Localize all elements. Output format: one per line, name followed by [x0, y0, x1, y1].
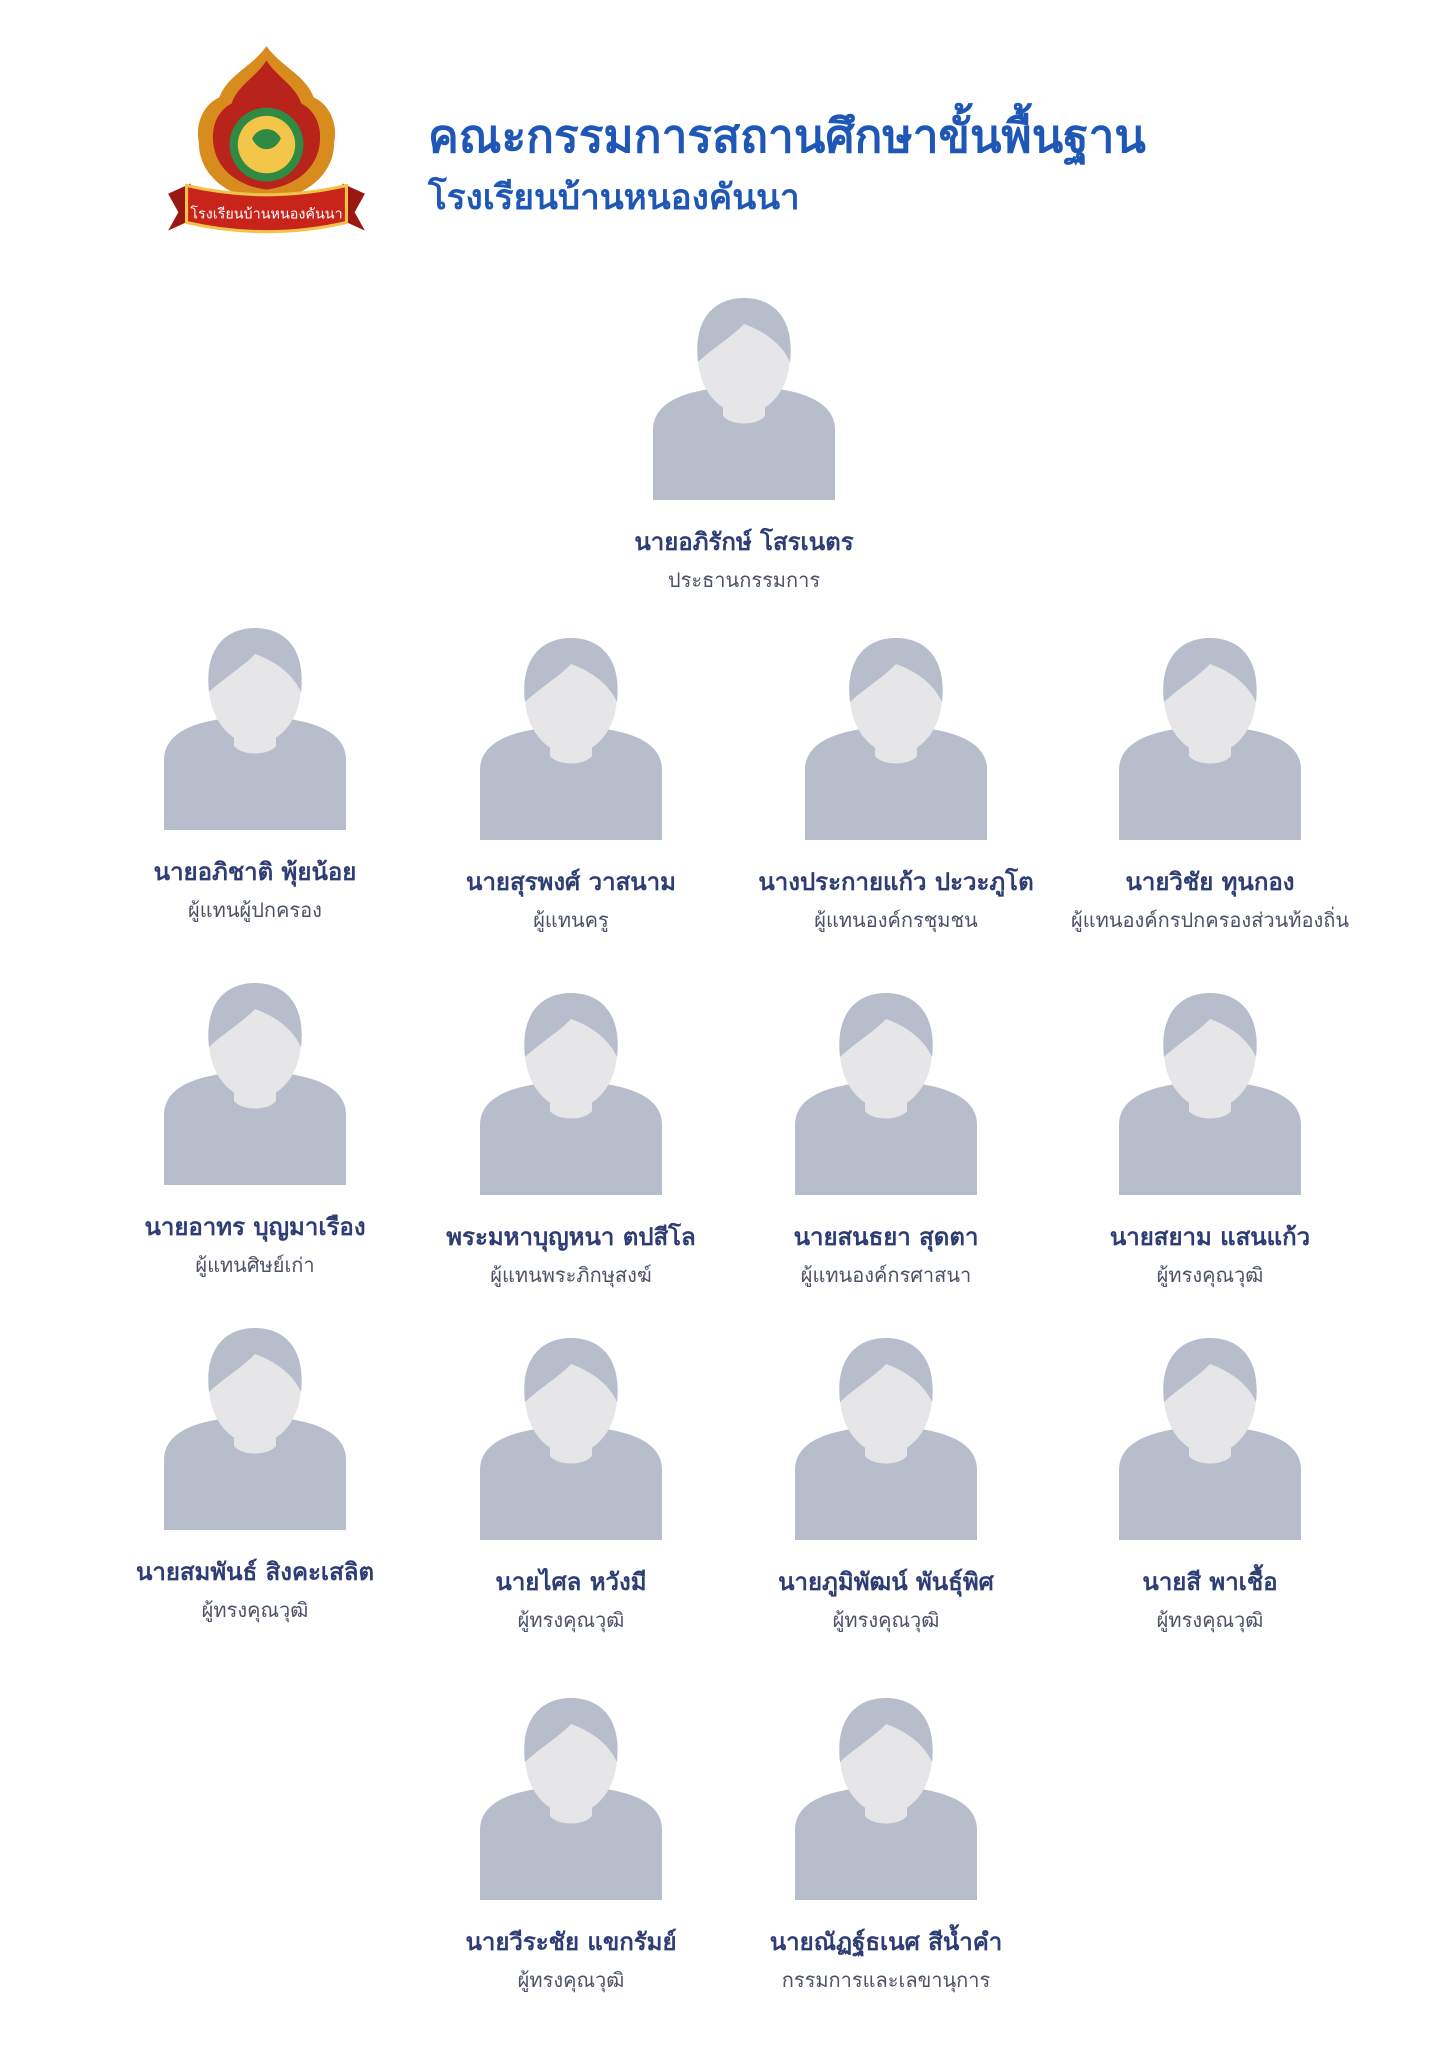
member-role: ประธานกรรมการ: [667, 568, 821, 592]
avatar-placeholder-icon: [480, 1338, 662, 1540]
avatar-placeholder-icon: [795, 993, 977, 1195]
avatar-placeholder-icon: [164, 628, 346, 830]
member-role: ผู้ทรงคุณวุฒิ: [517, 1968, 625, 1992]
member-role: กรรมการและเลขานุการ: [781, 1968, 991, 1992]
avatar-placeholder-icon: [164, 1328, 346, 1530]
member-card: นายสนธยา สุดตาผู้แทนองค์กรศาสนา: [736, 985, 1036, 1289]
member-name: นายสยาม แสนแก้ว: [1109, 1223, 1311, 1251]
member-role: ผู้แทนครู: [533, 908, 609, 932]
page-subtitle: โรงเรียนบ้านหนองคันนา: [428, 178, 800, 218]
member-name: นายณัฏฐ์ธเนศ สีน้ำคำ: [769, 1928, 1003, 1956]
member-name: นายอภิชาติ พุ้ยน้อย: [153, 858, 357, 886]
member-card: นายอภิชาติ พุ้ยน้อยผู้แทนผู้ปกครอง: [105, 620, 405, 924]
member-role: ผู้แทนองค์กรชุมชน: [814, 908, 978, 932]
member-card: นางประกายแก้ว ปะวะภูโตผู้แทนองค์กรชุมชน: [746, 630, 1046, 934]
member-card: นายอาทร บุญมาเรืองผู้แทนศิษย์เก่า: [105, 975, 405, 1279]
school-emblem-logo: โรงเรียนบ้านหนองคันนา: [168, 46, 365, 234]
member-name: นายวีระชัย แขกรัมย์: [465, 1928, 677, 1956]
member-role: ผู้แทนองค์กรศาสนา: [800, 1263, 972, 1287]
avatar-placeholder-icon: [480, 1698, 662, 1900]
member-name: นายสุรพงศ์ วาสนาม: [466, 868, 676, 896]
member-card: นายอภิรักษ์ โสรเนตรประธานกรรมการ: [594, 290, 894, 594]
avatar-placeholder-icon: [1119, 1338, 1301, 1540]
member-role: ผู้แทนผู้ปกครอง: [188, 898, 322, 922]
member-name: นายอภิรักษ์ โสรเนตร: [634, 528, 854, 556]
avatar-placeholder-icon: [164, 983, 346, 1185]
member-role: ผู้แทนพระภิกษุสงฆ์: [490, 1263, 652, 1287]
member-name: พระมหาบุญหนา ตปสีโล: [446, 1223, 696, 1251]
member-role: ผู้แทนองค์กรปกครองส่วนท้องถิ่น: [1070, 908, 1350, 932]
member-name: นายอาทร บุญมาเรือง: [144, 1213, 366, 1241]
member-role: ผู้ทรงคุณวุฒิ: [1156, 1608, 1264, 1632]
member-name: นายภูมิพัฒน์ พันธุ์พิศ: [778, 1568, 994, 1596]
member-name: นายไศล หวังมี: [495, 1568, 647, 1596]
avatar-placeholder-icon: [805, 638, 987, 840]
avatar-placeholder-icon: [795, 1338, 977, 1540]
page-title: คณะกรรมการสถานศึกษาขั้นพื้นฐาน: [428, 109, 1146, 163]
member-role: ผู้แทนศิษย์เก่า: [195, 1253, 315, 1277]
member-card: นายภูมิพัฒน์ พันธุ์พิศผู้ทรงคุณวุฒิ: [736, 1330, 1036, 1634]
member-card: นายสี พาเชื้อผู้ทรงคุณวุฒิ: [1060, 1330, 1360, 1634]
member-card: นายวิชัย ทุนกองผู้แทนองค์กรปกครองส่วนท้อ…: [1060, 630, 1360, 934]
avatar-placeholder-icon: [1119, 638, 1301, 840]
member-card: นายสมพันธ์ สิงคะเสลิตผู้ทรงคุณวุฒิ: [105, 1320, 405, 1624]
avatar-placeholder-icon: [480, 638, 662, 840]
page-header: โรงเรียนบ้านหนองคันนา คณะกรรมการสถานศึกษ…: [0, 0, 1448, 260]
avatar-placeholder-icon: [480, 993, 662, 1195]
member-card: นายสุรพงศ์ วาสนามผู้แทนครู: [421, 630, 721, 934]
member-role: ผู้ทรงคุณวุฒิ: [1156, 1263, 1264, 1287]
avatar-placeholder-icon: [653, 298, 835, 500]
member-role: ผู้ทรงคุณวุฒิ: [517, 1608, 625, 1632]
member-name: นายสี พาเชื้อ: [1142, 1568, 1278, 1596]
member-name: นางประกายแก้ว ปะวะภูโต: [758, 868, 1034, 896]
member-role: ผู้ทรงคุณวุฒิ: [201, 1598, 309, 1622]
member-card: พระมหาบุญหนา ตปสีโลผู้แทนพระภิกษุสงฆ์: [421, 985, 721, 1289]
avatar-placeholder-icon: [1119, 993, 1301, 1195]
avatar-placeholder-icon: [795, 1698, 977, 1900]
member-name: นายสมพันธ์ สิงคะเสลิต: [135, 1558, 375, 1586]
logo-ribbon-text: โรงเรียนบ้านหนองคันนา: [190, 205, 342, 222]
member-card: นายวีระชัย แขกรัมย์ผู้ทรงคุณวุฒิ: [421, 1690, 721, 1994]
member-card: นายไศล หวังมีผู้ทรงคุณวุฒิ: [421, 1330, 721, 1634]
member-name: นายสนธยา สุดตา: [793, 1223, 979, 1251]
member-name: นายวิชัย ทุนกอง: [1125, 868, 1295, 896]
member-card: นายณัฏฐ์ธเนศ สีน้ำคำกรรมการและเลขานุการ: [736, 1690, 1036, 1994]
member-card: นายสยาม แสนแก้วผู้ทรงคุณวุฒิ: [1060, 985, 1360, 1289]
member-role: ผู้ทรงคุณวุฒิ: [832, 1608, 940, 1632]
